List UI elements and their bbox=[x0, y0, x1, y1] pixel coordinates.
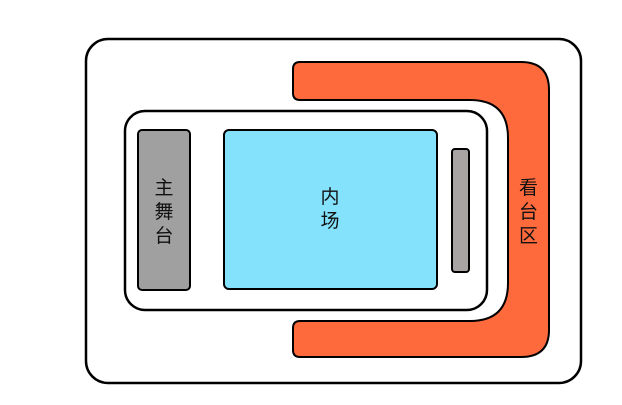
main-stage[interactable] bbox=[137, 129, 191, 291]
stage-label: 主 舞 台 bbox=[138, 176, 190, 248]
stand-label-char: 区 bbox=[518, 225, 538, 247]
stand-area[interactable] bbox=[292, 61, 550, 358]
side-bar bbox=[451, 148, 470, 273]
stage-label-char: 台 bbox=[154, 225, 174, 247]
floor-area[interactable] bbox=[223, 129, 438, 290]
floor-label: 内 场 bbox=[300, 185, 360, 233]
floor-label-char: 内 bbox=[320, 186, 340, 208]
floor-label-char: 场 bbox=[320, 210, 340, 232]
stand-label-char: 台 bbox=[518, 201, 538, 223]
stage-label-char: 舞 bbox=[154, 201, 174, 223]
stage-label-char: 主 bbox=[154, 177, 174, 199]
stand-label: 看 台 区 bbox=[508, 176, 549, 248]
stand-label-char: 看 bbox=[518, 177, 538, 199]
